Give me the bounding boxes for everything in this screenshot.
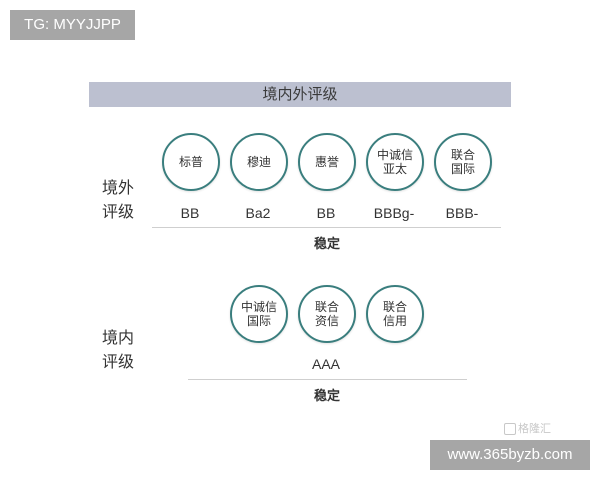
agency-name: 中诚信: [376, 148, 413, 162]
agency-circle-lianhe-global: 联合国际: [434, 133, 492, 191]
agency-name-line2: 国际: [246, 314, 271, 328]
rating-moodys: Ba2: [245, 205, 271, 221]
agency-name-line2: 亚太: [382, 162, 407, 176]
watermark-logo-text: 格隆汇: [518, 422, 551, 435]
rating-lianhe-global: BBB-: [445, 205, 479, 221]
agency-name: 惠誉: [314, 155, 339, 169]
agency-name: 标普: [178, 155, 203, 169]
agency-name: 中诚信: [240, 300, 277, 314]
agency-circle-fitch: 惠誉: [298, 133, 356, 191]
rating-fitch: BB: [316, 205, 336, 221]
agency-circle-moodys: 穆迪: [230, 133, 288, 191]
agency-circle-sp: 标普: [162, 133, 220, 191]
domestic-label-line2: 评级: [101, 352, 134, 371]
domestic-label: 境内 评级: [98, 326, 138, 374]
agency-name: 联合: [382, 300, 407, 314]
agency-name-line2: 资信: [314, 314, 339, 328]
overseas-divider: [152, 227, 501, 228]
agency-circle-ccxi: 中诚信国际: [230, 285, 288, 343]
agency-circle-lianhe-ratings: 联合资信: [298, 285, 356, 343]
watermark-logo: 格隆汇: [504, 420, 551, 436]
gelonghui-logo-icon: [504, 423, 516, 435]
overseas-label-line1: 境外: [101, 178, 134, 197]
agency-name: 联合: [314, 300, 339, 314]
agency-circle-lianhe-credit: 联合信用: [366, 285, 424, 343]
domestic-label-line1: 境内: [101, 328, 134, 347]
rating-domestic: AAA: [311, 356, 340, 372]
domestic-divider: [188, 379, 467, 380]
agency-name-line2: 国际: [450, 162, 475, 176]
overseas-label: 境外 评级: [98, 176, 138, 224]
watermark-top: TG: MYYJJPP: [10, 10, 135, 40]
watermark-url: www.365byzb.com: [430, 440, 590, 470]
domestic-outlook: 稳定: [313, 389, 340, 404]
title-banner: 境内外评级: [89, 82, 511, 107]
rating-sp: BB: [180, 205, 200, 221]
rating-ccxap: BBBg-: [373, 205, 415, 221]
agency-circle-ccxap: 中诚信亚太: [366, 133, 424, 191]
agency-name: 联合: [450, 148, 475, 162]
overseas-label-line2: 评级: [101, 202, 134, 221]
overseas-outlook: 稳定: [313, 237, 340, 252]
agency-name-line2: 信用: [382, 314, 407, 328]
agency-name: 穆迪: [246, 155, 271, 169]
